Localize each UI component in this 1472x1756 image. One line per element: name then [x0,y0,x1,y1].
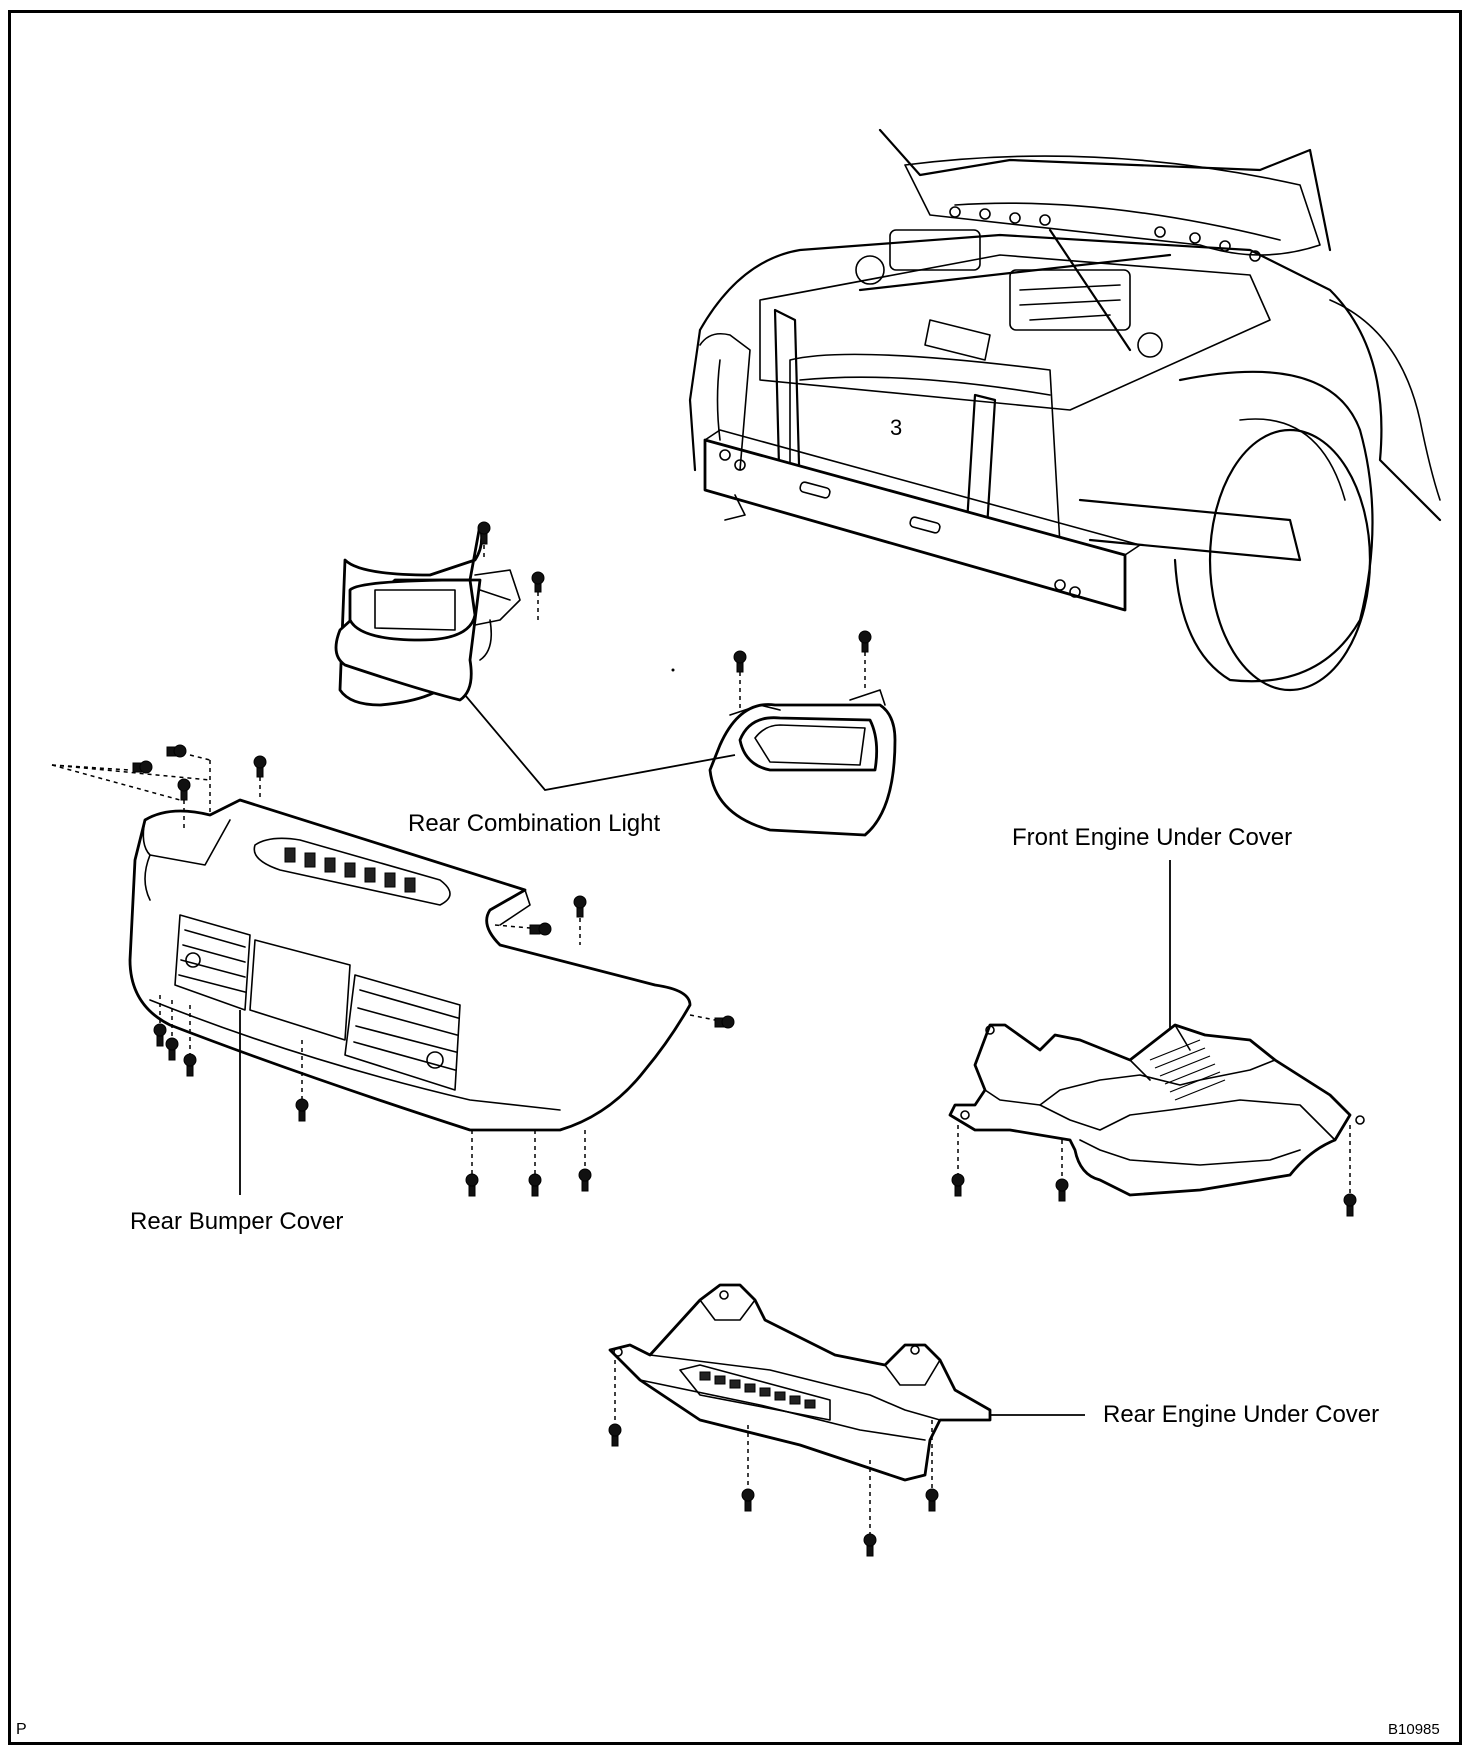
svg-text:3: 3 [890,415,902,440]
label-rear-combination-light: Rear Combination Light [408,810,661,837]
rear-engine-under-cover [608,1283,992,1482]
figure-code: B10985 [1388,1721,1440,1738]
label-rear-bumper-cover: Rear Bumper Cover [130,1208,344,1235]
vehicle-rear-illustration: 3 [688,128,1442,692]
light-bolts [477,521,872,710]
front-cover-fasteners [951,1125,1357,1217]
stray-dot [671,668,675,672]
rear-combination-light-left [334,523,521,707]
bumper-fasteners [51,744,735,1197]
diagram-frame [8,10,1462,1745]
label-front-engine-under-cover: Front Engine Under Cover [1012,824,1293,851]
leader-rear-combination-light [464,694,736,791]
rear-bumper-cover [128,798,692,1132]
front-engine-under-cover [948,1023,1365,1197]
rear-combination-light-right [708,689,897,837]
rear-cover-fasteners [608,1360,939,1557]
corner-mark-left: P [16,1721,27,1738]
label-rear-engine-under-cover: Rear Engine Under Cover [1103,1401,1380,1428]
